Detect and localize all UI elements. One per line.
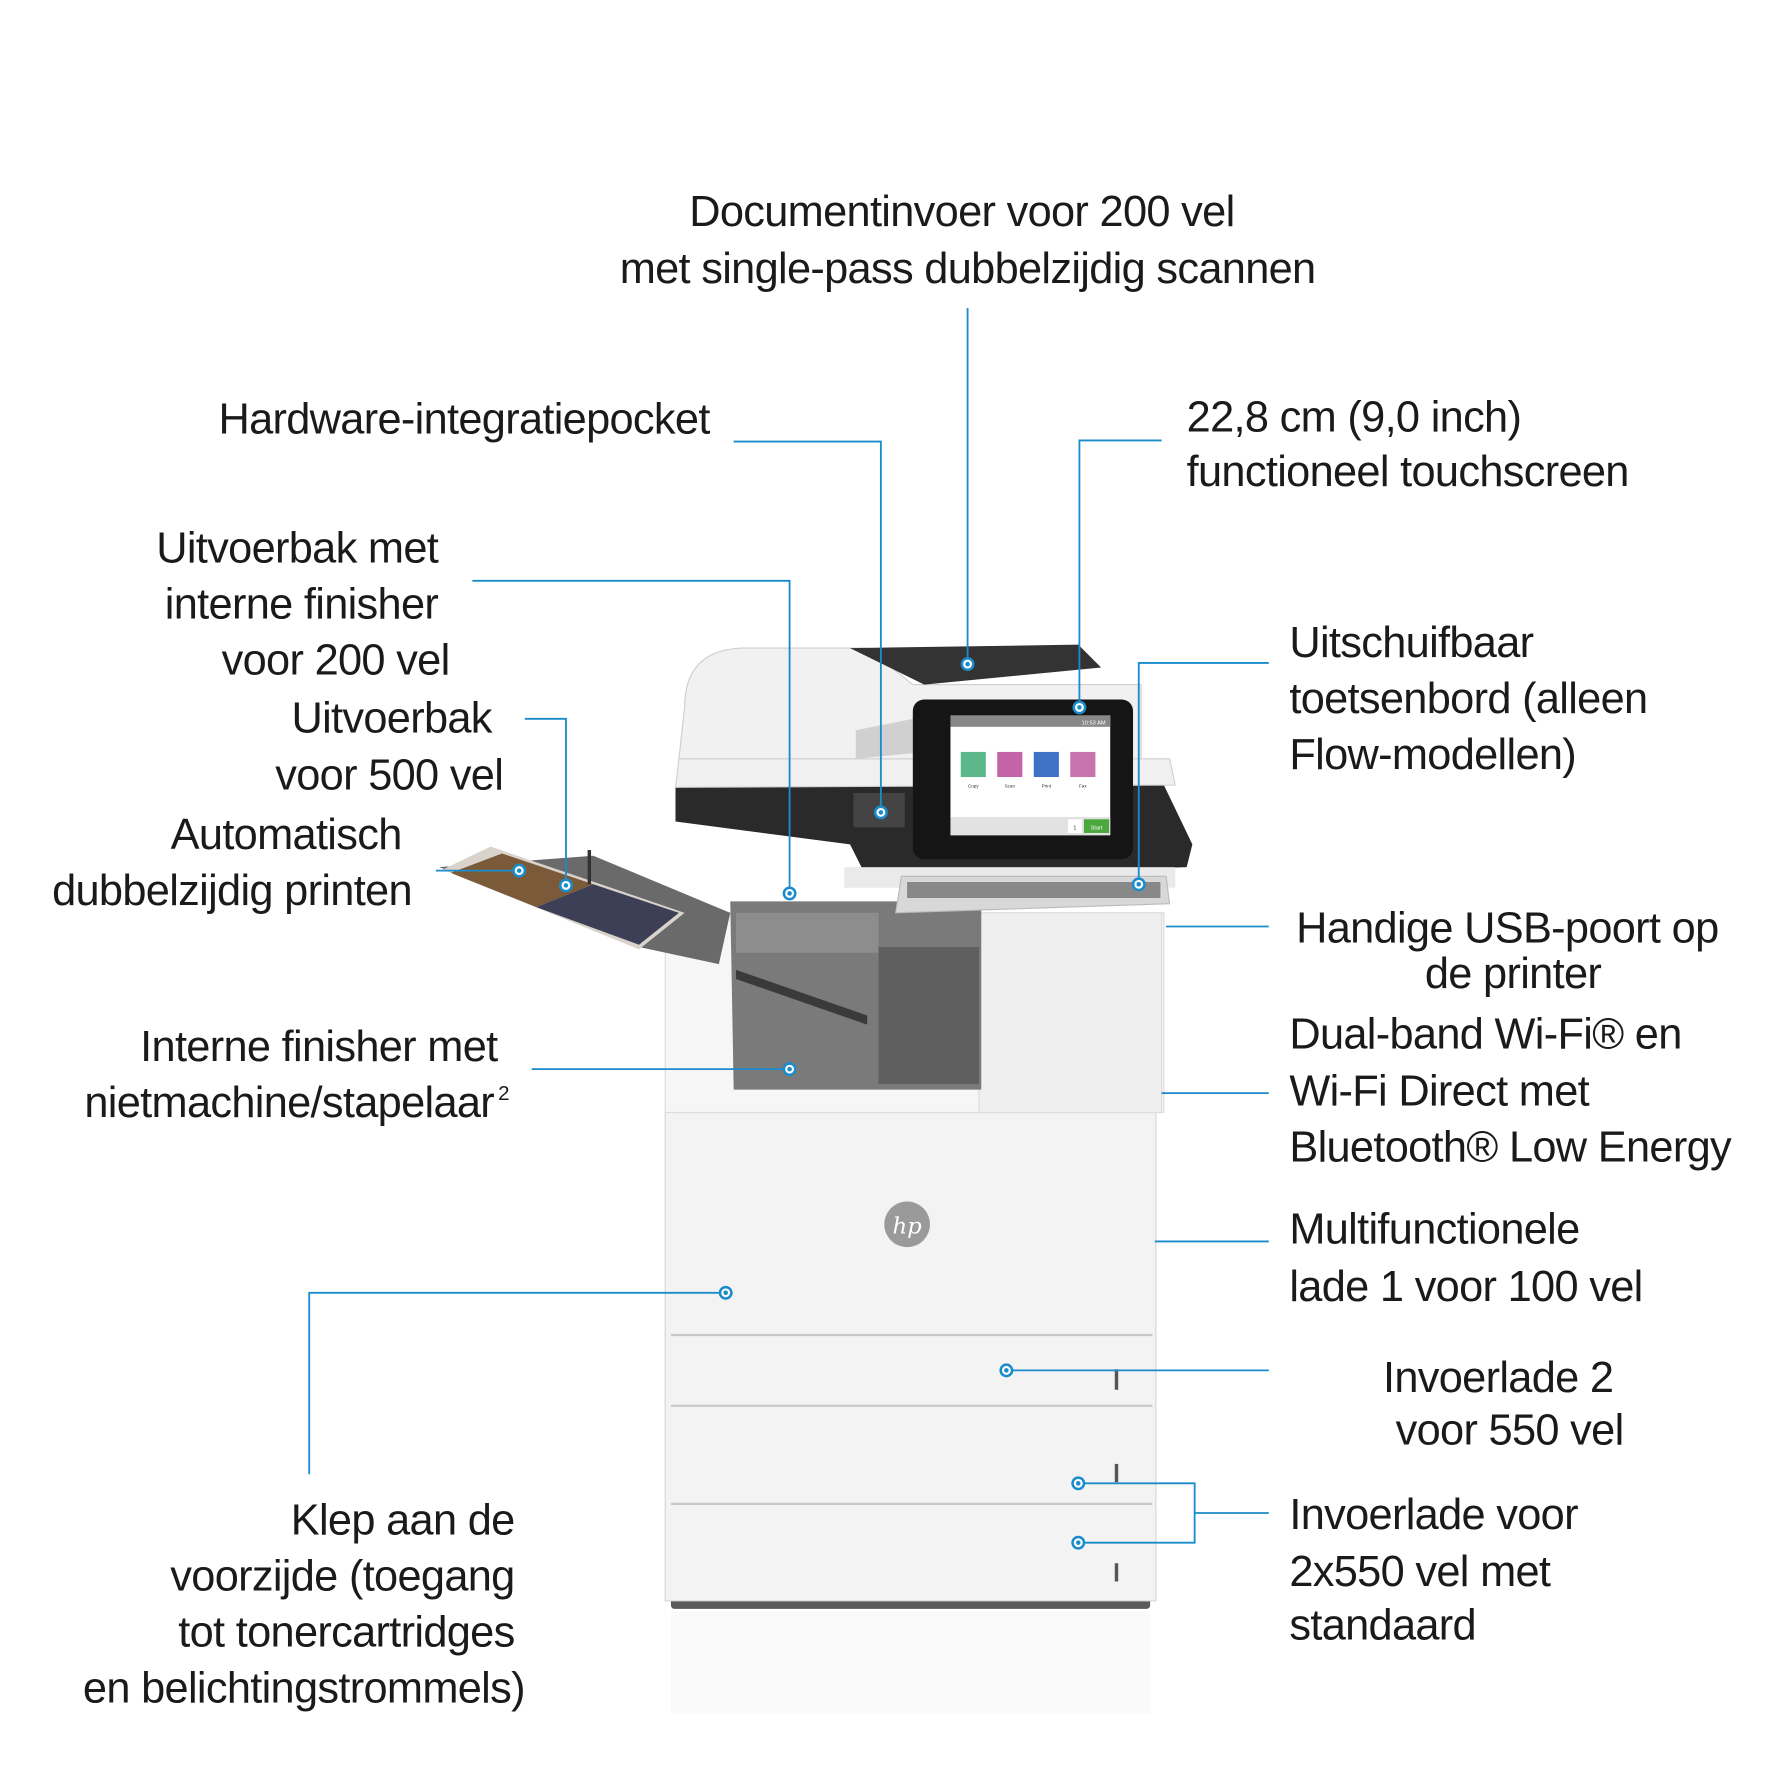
tile-copy: Copy (968, 783, 979, 788)
label-line: dubbelzijdig printen (52, 867, 412, 915)
label-line: Dual-band Wi-Fi® en (1289, 1011, 1681, 1059)
label-line: standaard (1289, 1602, 1476, 1650)
label-line: Interne finisher met (140, 1023, 498, 1071)
label-line: Multifunctionele (1289, 1206, 1579, 1254)
label-duplex: Automatisch dubbelzijdig printen (52, 811, 412, 915)
footnote-marker: 2 (498, 1082, 509, 1105)
label-front-door: Klep aan de voorzijde (toegang tot toner… (83, 1497, 526, 1713)
dot-icon (1072, 700, 1087, 715)
label-line: Wi-Fi Direct met (1289, 1068, 1589, 1116)
label-hardware-pocket: Hardware-integratiepocket (218, 396, 711, 444)
printer-body (664, 1111, 1157, 1602)
dot-icon (718, 1285, 733, 1300)
printer-illustration: hp 10:53 AM (439, 644, 1193, 1714)
dot-icon (873, 805, 888, 820)
dot-icon (960, 657, 975, 672)
dot-icon (1071, 1535, 1086, 1550)
label-line: Documentinvoer voor 200 vel (689, 188, 1234, 236)
tile-print: Print (1042, 783, 1052, 788)
label-line: voor 500 vel (275, 752, 503, 800)
label-line: Hardware-integratiepocket (218, 396, 710, 444)
label-line: Handige USB-poort op (1296, 904, 1718, 952)
tile-scan: Scan (1005, 783, 1016, 788)
dot-icon (558, 878, 573, 893)
hp-logo (884, 1201, 930, 1248)
screen-time: 10:53 AM (1082, 721, 1106, 727)
label-line: tot tonercartridges (178, 1608, 514, 1656)
label-line: toetsenbord (alleen (1289, 675, 1647, 723)
label-line: Klep aan de (291, 1497, 515, 1545)
hp-logo-text: hp (892, 1213, 922, 1239)
label-line: 22,8 cm (9,0 inch) (1187, 393, 1522, 441)
dot-icon (512, 863, 527, 878)
screen-start: Start (1091, 826, 1103, 832)
dot-icon (999, 1363, 1014, 1378)
label-tray1: Multifunctionele lade 1 voor 100 vel (1289, 1206, 1643, 1311)
label-touchscreen: 22,8 cm (9,0 inch) functioneel touchscre… (1187, 393, 1630, 496)
label-line: Uitschuifbaar (1289, 619, 1533, 667)
label-line: nietmachine/stapelaar (84, 1079, 494, 1127)
label-usb: Handige USB-poort op de printer (1296, 904, 1719, 998)
label-line: met single-pass dubbelzijdig scannen (620, 245, 1316, 293)
label-tray2: Invoerlade 2 voor 550 vel (1383, 1354, 1624, 1454)
dot-icon (782, 886, 797, 901)
label-finisher-bin: Uitvoerbak met interne finisher voor 200… (156, 525, 450, 685)
label-line: voor 550 vel (1396, 1407, 1624, 1455)
label-line: 2x550 vel met (1289, 1548, 1551, 1596)
dot-icon (782, 1062, 797, 1077)
label-output-bin: Uitvoerbak voor 500 vel (275, 695, 504, 800)
label-line: functioneel touchscreen (1187, 448, 1629, 496)
leader-lines (308, 308, 1269, 1544)
label-keyboard: Uitschuifbaar toetsenbord (alleen Flow-m… (1289, 619, 1648, 779)
label-line: Uitvoerbak met (156, 525, 439, 573)
dot-icon (1071, 1476, 1086, 1491)
label-line: Bluetooth® Low Energy (1289, 1124, 1732, 1172)
label-line: de printer (1425, 950, 1602, 998)
label-line: interne finisher (165, 580, 439, 628)
dot-icon (1131, 877, 1146, 892)
label-stapler: Interne finisher met nietmachine/stapela… (84, 1023, 509, 1127)
callout-dots (512, 657, 1146, 1550)
label-line: en belichtingstrommels) (83, 1664, 525, 1712)
label-tray34: Invoerlade voor 2x550 vel met standaard (1289, 1491, 1578, 1650)
label-line: voorzijde (toegang (170, 1553, 514, 1601)
label-line: voor 200 vel (222, 636, 450, 684)
label-line: lade 1 voor 100 vel (1289, 1263, 1642, 1311)
label-line: Invoerlade 2 (1383, 1354, 1613, 1402)
label-wifi: Dual-band Wi-Fi® en Wi-Fi Direct met Blu… (1289, 1011, 1732, 1172)
label-line: Automatisch (171, 811, 402, 859)
screen-copies: 1 (1073, 826, 1076, 832)
tile-fax: Fax (1079, 783, 1087, 788)
label-line: Invoerlade voor (1289, 1491, 1578, 1539)
label-line: Uitvoerbak (291, 695, 492, 743)
label-document-feeder: Documentinvoer voor 200 vel met single-p… (620, 188, 1316, 293)
label-line: Flow-modellen) (1289, 731, 1576, 779)
